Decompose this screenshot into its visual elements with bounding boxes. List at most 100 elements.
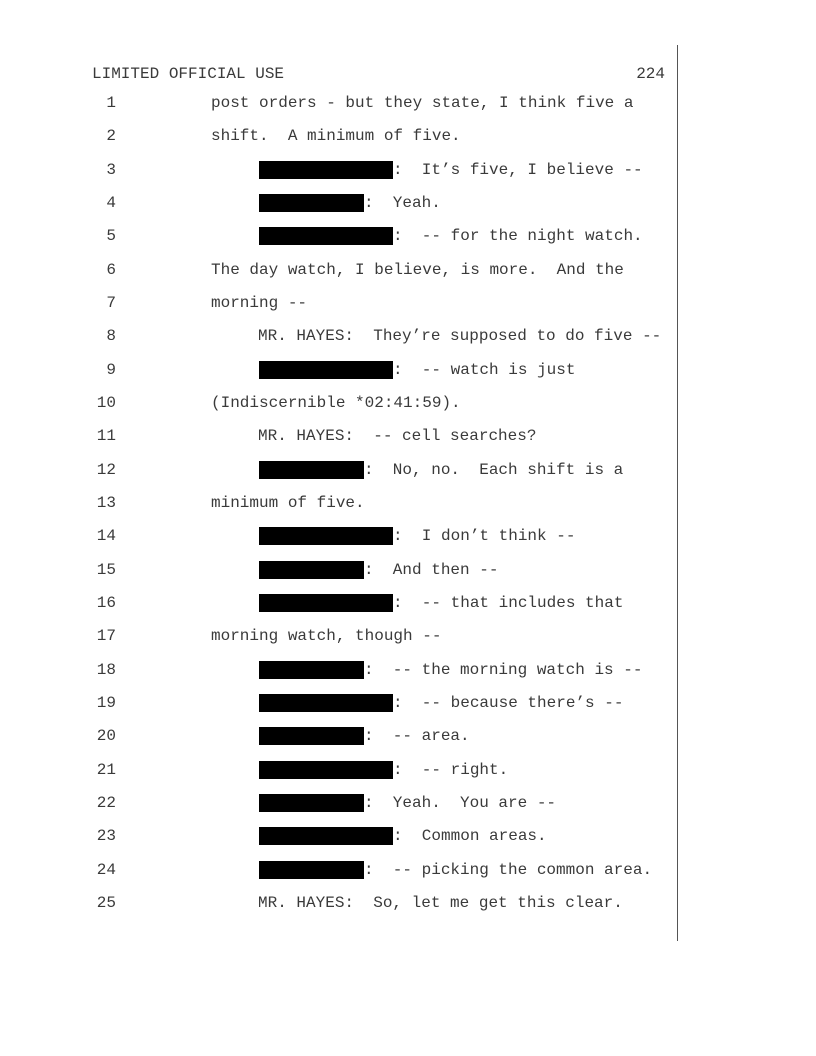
transcript-line: 10 (Indiscernible *02:41:59).	[0, 391, 680, 415]
redacted-speaker-name	[259, 527, 393, 546]
margin-rule	[677, 45, 678, 941]
transcript-line: 7 morning --	[0, 291, 680, 315]
transcript-line: 3: It’s five, I believe --	[0, 158, 680, 182]
line-number: 22	[96, 793, 116, 812]
line-number: 16	[96, 593, 116, 612]
transcript-line: 11 MR. HAYES: -- cell searches?	[0, 424, 680, 448]
line-text: : -- watch is just	[393, 360, 576, 379]
line-content: : -- watch is just	[258, 358, 575, 382]
line-number: 18	[96, 660, 116, 679]
line-content: : -- area.	[258, 724, 470, 748]
transcript-line: 23 : Common areas.	[0, 824, 680, 848]
redacted-speaker-name	[259, 460, 364, 479]
line-content: The day watch, I believe, is more. And t…	[211, 258, 624, 282]
line-text: MR. HAYES: So, let me get this clear.	[258, 893, 623, 912]
redacted-speaker-name	[259, 160, 393, 179]
line-content: : Common areas.	[258, 824, 547, 848]
line-content: morning watch, though --	[211, 624, 441, 648]
redacted-speaker-name	[259, 760, 393, 779]
line-content: : No, no. Each shift is a	[258, 458, 623, 482]
line-number: 11	[96, 427, 116, 446]
transcript-line: 16 : -- that includes that	[0, 591, 680, 615]
transcript-line: 20: -- area.	[0, 724, 680, 748]
line-text: : And then --	[364, 560, 499, 579]
line-text: : I don’t think --	[393, 527, 576, 546]
line-text: : -- the morning watch is --	[364, 660, 643, 679]
transcript-line: 13 minimum of five.	[0, 491, 680, 515]
transcript-line: 5 : -- for the night watch.	[0, 224, 680, 248]
transcript-line: 24 : -- picking the common area.	[0, 858, 680, 882]
line-content: MR. HAYES: -- cell searches?	[258, 424, 536, 448]
line-number: 10	[96, 393, 116, 412]
line-content: : It’s five, I believe --	[258, 158, 643, 182]
line-content: post orders - but they state, I think fi…	[211, 91, 633, 115]
redacted-speaker-name	[259, 593, 393, 612]
line-content: : I don’t think --	[258, 524, 575, 548]
line-number: 21	[96, 760, 116, 779]
line-content: (Indiscernible *02:41:59).	[211, 391, 461, 415]
line-text: MR. HAYES: They’re supposed to do five -…	[258, 327, 662, 346]
line-text: : -- for the night watch.	[393, 227, 643, 246]
redacted-speaker-name	[259, 793, 364, 812]
line-content: : -- for the night watch.	[258, 224, 643, 248]
line-text: The day watch, I believe, is more. And t…	[211, 260, 624, 279]
transcript-line: 2 shift. A minimum of five.	[0, 124, 680, 148]
line-number: 4	[106, 193, 116, 212]
transcript-line: 4 : Yeah.	[0, 191, 680, 215]
line-content: MR. HAYES: So, let me get this clear.	[258, 891, 623, 915]
line-number: 24	[96, 860, 116, 879]
redacted-speaker-name	[259, 727, 364, 746]
line-number: 9	[106, 360, 116, 379]
transcript-line: 22 : Yeah. You are --	[0, 791, 680, 815]
page-number: 224	[636, 65, 665, 83]
line-content: : And then --	[258, 558, 498, 582]
line-content: : -- that includes that	[258, 591, 623, 615]
line-content: : -- right.	[258, 758, 508, 782]
transcript-line: 21 : -- right.	[0, 758, 680, 782]
page-header-classification: LIMITED OFFICIAL USE	[92, 65, 285, 83]
line-content: minimum of five.	[211, 491, 365, 515]
line-text: morning watch, though --	[211, 627, 442, 646]
line-text: : -- right.	[393, 760, 509, 779]
transcript-line: 8 MR. HAYES: They’re supposed to do five …	[0, 324, 680, 348]
line-content: : -- the morning watch is --	[258, 658, 642, 682]
line-number: 6	[106, 260, 116, 279]
line-number: 2	[106, 127, 116, 146]
line-text: (Indiscernible *02:41:59).	[211, 393, 461, 412]
line-text: : Yeah. You are --	[364, 793, 557, 812]
line-number: 13	[96, 493, 116, 512]
line-content: morning --	[211, 291, 307, 315]
redacted-speaker-name	[259, 860, 364, 879]
transcript-line: 9 : -- watch is just	[0, 358, 680, 382]
line-number: 8	[106, 327, 116, 346]
line-text: shift. A minimum of five.	[211, 127, 461, 146]
line-number: 5	[106, 227, 116, 246]
redacted-speaker-name	[259, 660, 364, 679]
line-text: : No, no. Each shift is a	[364, 460, 624, 479]
line-text: : It’s five, I believe --	[393, 160, 643, 179]
redacted-speaker-name	[259, 360, 393, 379]
line-number: 1	[106, 94, 116, 112]
line-text: MR. HAYES: -- cell searches?	[258, 427, 537, 446]
line-content: MR. HAYES: They’re supposed to do five -…	[258, 324, 661, 348]
line-content: : -- picking the common area.	[258, 858, 652, 882]
line-content: shift. A minimum of five.	[211, 124, 461, 148]
transcript-line: 19: -- because there’s --	[0, 691, 680, 715]
redacted-speaker-name	[259, 193, 364, 212]
transcript-line: 18 : -- the morning watch is --	[0, 658, 680, 682]
transcript-line: 15 : And then --	[0, 558, 680, 582]
line-number: 23	[96, 827, 116, 846]
line-text: morning --	[211, 293, 308, 312]
line-text: : Yeah.	[364, 193, 441, 212]
line-number: 15	[96, 560, 116, 579]
line-text: minimum of five.	[211, 493, 365, 512]
line-text: : -- that includes that	[393, 593, 624, 612]
transcript-line: 14 : I don’t think --	[0, 524, 680, 548]
transcript-line: 1 post orders - but they state, I think f…	[0, 91, 680, 115]
line-number: 7	[106, 293, 116, 312]
line-number: 14	[96, 527, 116, 546]
line-text: : -- because there’s --	[393, 693, 624, 712]
line-text: : -- picking the common area.	[364, 860, 653, 879]
